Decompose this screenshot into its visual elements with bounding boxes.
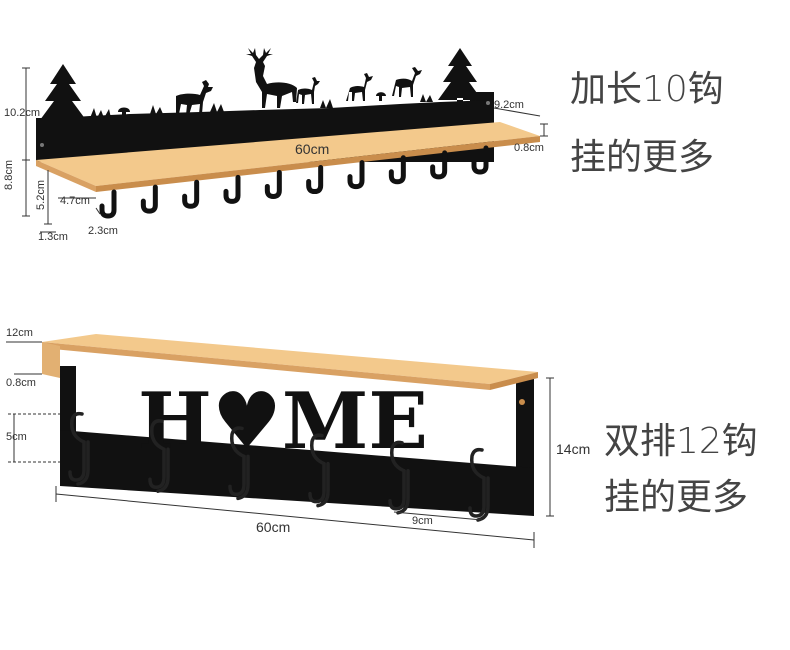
double-hook-icon	[228, 426, 250, 501]
dim-thickness: 0.8cm	[6, 377, 36, 389]
hook-icon	[99, 189, 117, 219]
hook-icon	[182, 179, 200, 209]
deer-shelf-illustration	[22, 48, 548, 233]
caption-line-2: 挂的更多	[604, 477, 749, 518]
screw-icon	[519, 399, 525, 405]
hook-icon	[140, 184, 158, 214]
double-hook-icon	[68, 411, 90, 486]
wood-shelf-board	[42, 334, 538, 390]
hook-icon	[223, 174, 241, 204]
deer-silhouette-panel	[36, 48, 494, 162]
dim-hook-spacing: 9cm	[412, 515, 433, 527]
dim-depth: 12cm	[6, 327, 33, 339]
dim-depth: 9.2cm	[494, 99, 524, 111]
hook-row	[99, 145, 489, 219]
product-deer-shelf: 10.2cm 9.2cm 60cm 0.8cm 8.8cm 5.2cm 4.7c…	[0, 0, 790, 270]
hook-icon	[347, 160, 365, 190]
dim-hook-depth: 4.7cm	[60, 195, 90, 207]
pine-tree-icon	[40, 64, 86, 126]
double-hook-row	[68, 411, 490, 522]
hook-icon	[430, 150, 448, 180]
home-sign-text: H♥ME	[138, 376, 428, 467]
dim-hook-height: 5cm	[6, 431, 27, 443]
hook-icon	[388, 155, 406, 185]
dimension-lines	[6, 341, 554, 548]
caption-line-2: 挂的更多	[570, 137, 715, 178]
pine-tree-icon	[438, 48, 482, 106]
home-sign-frame	[60, 366, 534, 516]
hook-icon	[264, 169, 282, 199]
dimension-lines	[22, 67, 548, 233]
dim-height-total: 10.2cm	[4, 107, 41, 119]
caption-line-1: 加长10钩	[570, 69, 724, 110]
deer-icon	[296, 77, 320, 104]
dim-width: 60cm	[295, 141, 330, 157]
double-hook-icon	[148, 419, 170, 493]
dim-hook-gap: 2.3cm	[88, 225, 118, 237]
deer-icon	[246, 48, 297, 108]
product-home-shelf: H♥ME 12cm 0.8cm 5cm 14cm 60cm 9cm 双排12钩 …	[0, 290, 790, 590]
dim-hook-width: 1.3cm	[38, 231, 68, 243]
dim-width: 60cm	[256, 519, 291, 535]
deer-icon	[392, 67, 422, 97]
double-hook-icon	[308, 433, 330, 508]
home-shelf-illustration: H♥ME	[6, 334, 554, 548]
dim-thickness: 0.8cm	[514, 142, 544, 154]
deer-icon	[346, 73, 373, 101]
dim-height: 14cm	[556, 441, 591, 457]
deer-icon	[176, 80, 213, 115]
wood-shelf-board	[36, 122, 540, 192]
home-sign-letters: H♥ME	[138, 376, 428, 467]
hook-icon	[471, 145, 489, 175]
hook-icon	[306, 165, 324, 195]
caption-line-1: 双排12钩	[604, 421, 758, 462]
dim-back-height: 8.8cm	[3, 160, 15, 190]
dim-hook-height: 5.2cm	[35, 180, 47, 210]
